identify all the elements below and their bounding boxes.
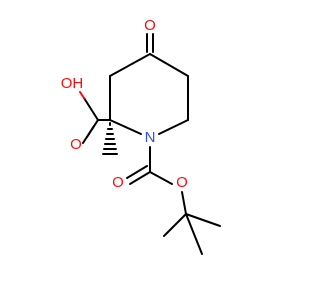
bond-c4-c3 [109, 53, 151, 77]
acid-carbonyl-oxygen-label: O [70, 136, 82, 153]
bond-carbamate-double-2 [126, 165, 148, 179]
ring-nitrogen-label: N [145, 129, 156, 146]
carboxylic-acid-group: OH O [61, 75, 111, 153]
molecule-drawing: O OH O N O O [61, 17, 221, 255]
bond-carboxyl-oh-o [79, 91, 85, 99]
boc-group: O O [112, 146, 221, 255]
bond-carboxyl-double-2 [82, 125, 95, 144]
methyl-hashed-wedge [102, 122, 118, 155]
carbamate-carbonyl-oxygen-label: O [112, 174, 124, 191]
ketone-oxygen-label: O [144, 17, 156, 34]
bond-c2-n [109, 119, 142, 135]
bond-tbutyl-methyl-right [185, 213, 221, 227]
acid-hydroxyl-label: OH [61, 75, 84, 92]
piperidine-ring [109, 53, 189, 135]
bond-c6-n [158, 119, 189, 135]
bond-carbamate-double-1 [129, 171, 151, 185]
bond-carboxyl-oh [83, 97, 99, 121]
ketone-group: O [144, 17, 156, 53]
bond-tbutyl-methyl-left [163, 213, 187, 237]
ester-oxygen-label: O [176, 174, 188, 191]
bond-c4-c5 [149, 53, 189, 77]
bond-ester-o-tbutyl [181, 191, 187, 215]
bond-tbutyl-methyl-down [185, 213, 203, 255]
bond-carbonyl-ester-o [149, 171, 173, 185]
structure-canvas: O OH O N O O [61, 17, 221, 255]
